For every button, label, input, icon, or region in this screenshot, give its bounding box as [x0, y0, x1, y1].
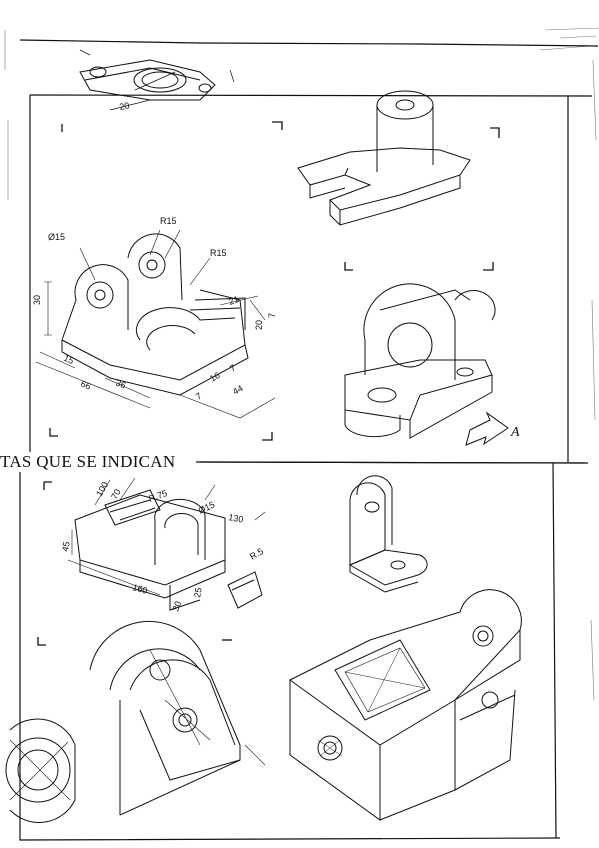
- figure-fork-clevis: [6, 621, 265, 822]
- dim-r5: R.5: [248, 546, 265, 562]
- dim-21: 21: [227, 294, 240, 307]
- figure-hollow-block-lugs: [290, 590, 521, 820]
- dim-r15-b: R15: [210, 248, 227, 258]
- dim-160: 160: [131, 582, 148, 596]
- dim-70: 70: [109, 487, 123, 501]
- scan-edge-noise: [5, 28, 599, 700]
- figure-flat-link: 20: [80, 50, 234, 112]
- frame-lines: [20, 40, 598, 840]
- dim-16: 16: [208, 370, 222, 384]
- dim-15: 15: [62, 353, 75, 366]
- view-label-a: A: [510, 425, 520, 440]
- figure-dimensioned-slotted-base: 100 70 R.75 Ø15 130 45 R.5 25 160 30: [60, 478, 265, 613]
- dim-r15-a: R15: [160, 216, 177, 226]
- figure-dimensioned-bracket: Ø15 R15 R15 30 15 66 36 21 16 44 7 7 20 …: [32, 216, 277, 418]
- dim-diameter-15: Ø15: [48, 232, 65, 242]
- figure-l-bracket: [350, 476, 427, 592]
- dim-36: 36: [114, 378, 127, 391]
- figure-cylinder-slot-base: [298, 91, 470, 225]
- figure-block-view-a: A: [345, 284, 520, 445]
- dim-30: 30: [32, 295, 42, 305]
- dim-20: 20: [254, 320, 264, 330]
- dim-66: 66: [79, 379, 92, 392]
- crop-marks: [38, 122, 499, 645]
- dim-7-b: 7: [228, 363, 237, 374]
- dim-45: 45: [60, 541, 72, 553]
- dim-7-a: 7: [194, 391, 203, 402]
- dim-30: 30: [170, 600, 183, 613]
- dim-100: 100: [94, 480, 110, 498]
- dim-44: 44: [231, 383, 245, 397]
- dim-20: 20: [119, 100, 131, 112]
- dim-7-c: 7: [267, 313, 277, 318]
- dim-130: 130: [228, 512, 245, 524]
- section-heading: TAS QUE SE INDICAN: [0, 452, 178, 472]
- dim-25: 25: [192, 587, 204, 599]
